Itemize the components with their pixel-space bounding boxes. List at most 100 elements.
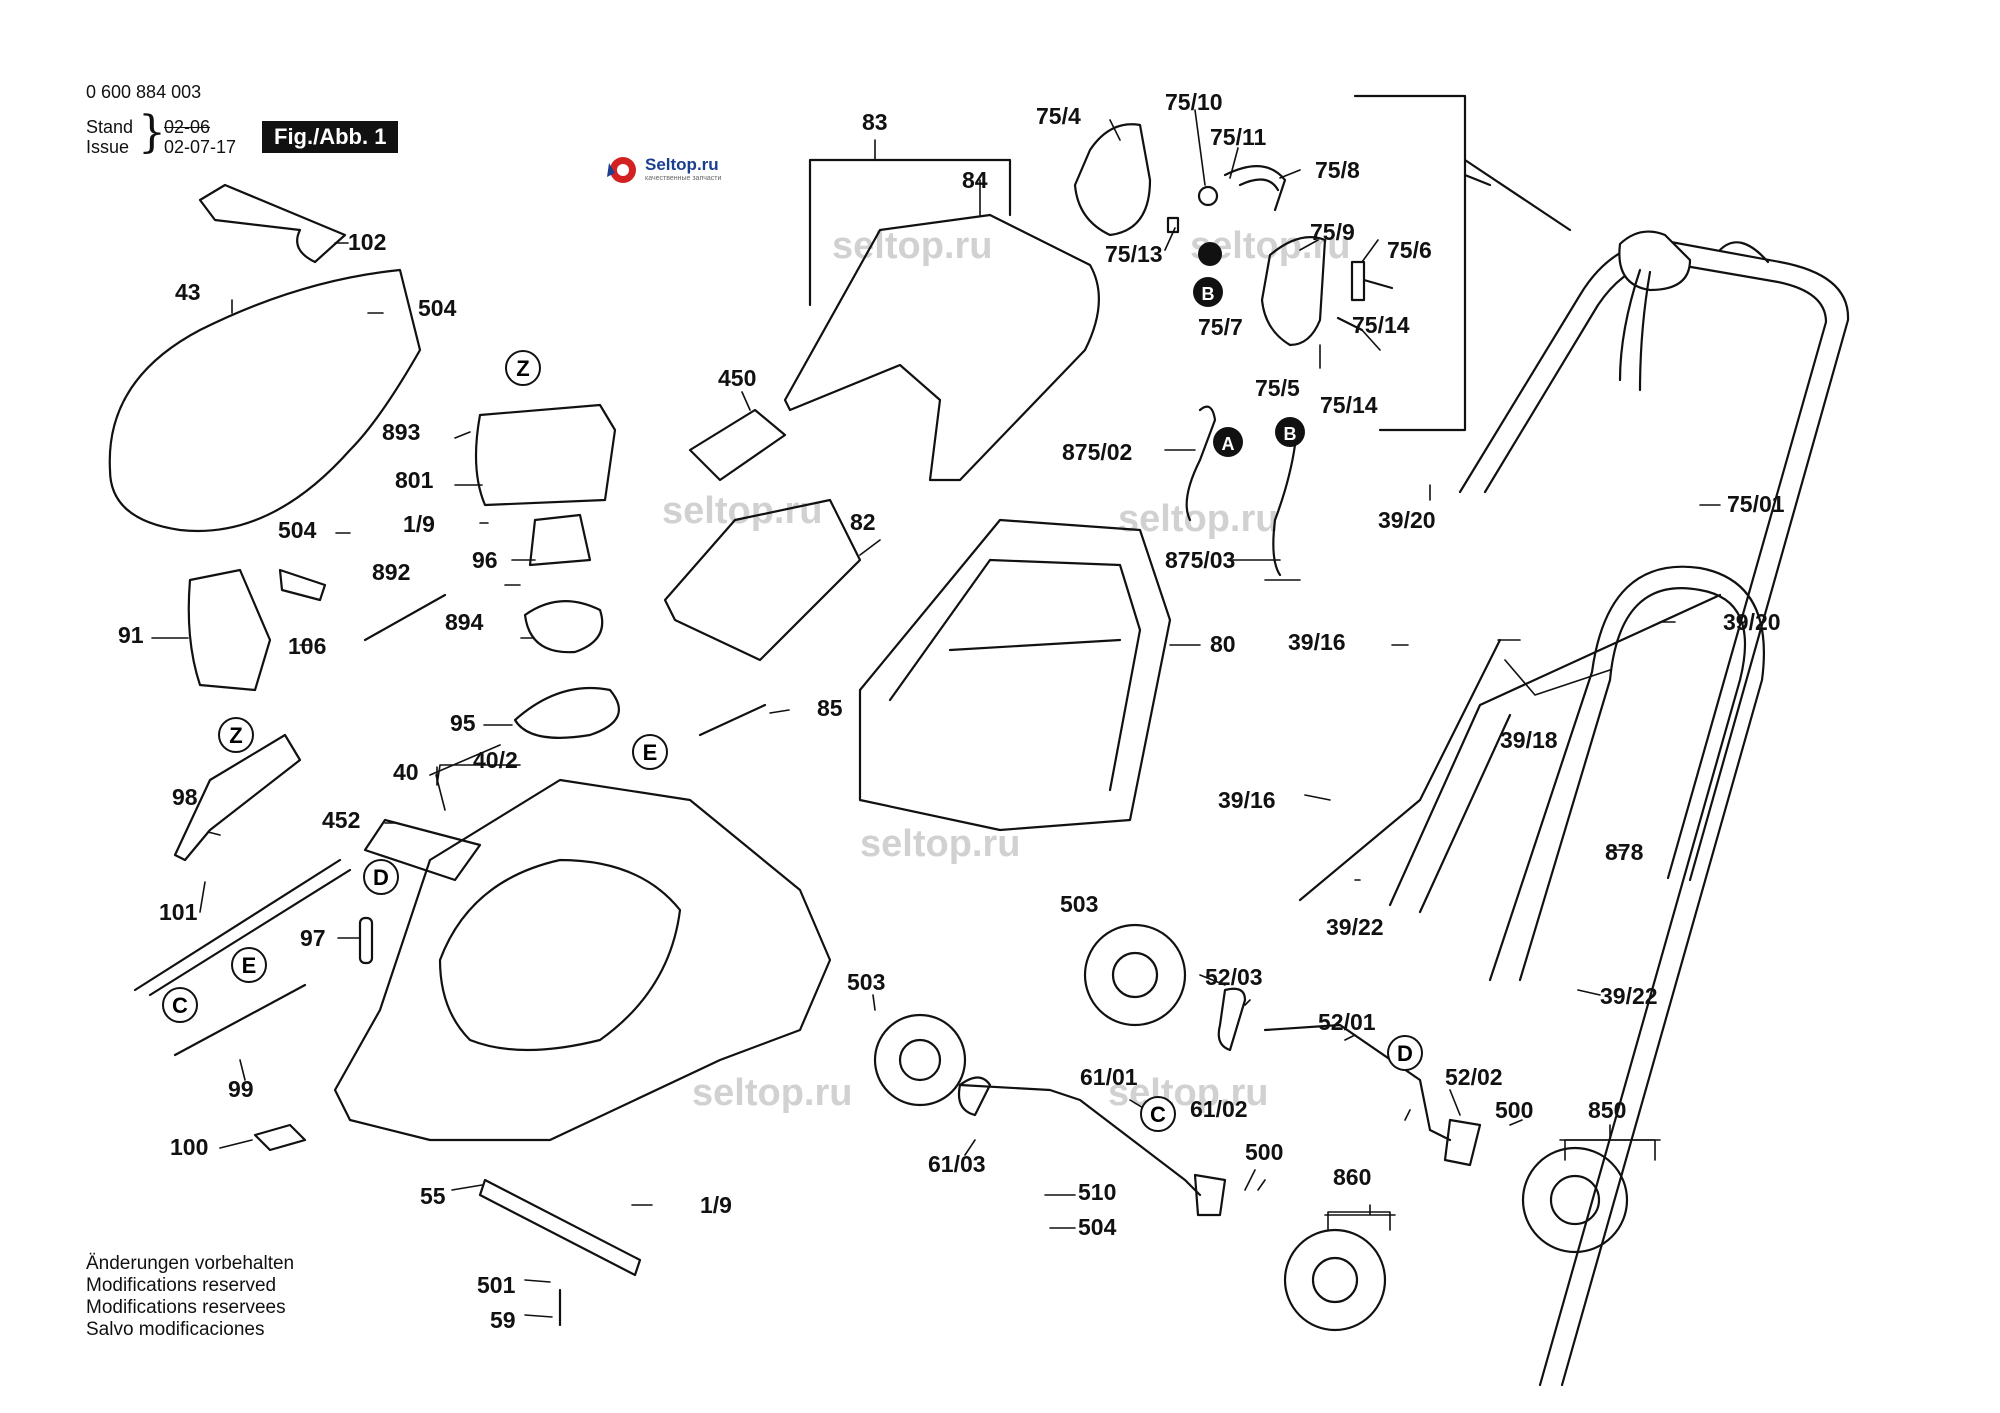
callout-55: 55	[420, 1183, 446, 1209]
brace-icon: }	[138, 107, 166, 158]
grass-box-80	[858, 518, 1172, 832]
callout-75-13: 75/13	[1105, 241, 1163, 267]
wheel-front-left	[873, 1013, 967, 1107]
belt-95	[513, 686, 620, 739]
motor-801	[474, 403, 617, 507]
label-450	[688, 408, 787, 482]
callout-61-02: 61/02	[1190, 1096, 1248, 1122]
callout-bracket-850	[1564, 1139, 1656, 1161]
callout-1-9: 1/9	[403, 511, 435, 537]
callout-61-01: 61/01	[1080, 1064, 1138, 1090]
callout-878: 878	[1605, 839, 1644, 865]
marker-z-circle	[505, 350, 541, 386]
callout-75-9: 75/9	[1310, 219, 1355, 245]
callout-75-11: 75/11	[1210, 124, 1266, 150]
front-axle-61-01	[958, 1083, 1202, 1197]
callout-500: 500	[1495, 1097, 1533, 1123]
marker-b: B	[1202, 284, 1215, 304]
marker-d: D	[373, 865, 389, 890]
footer-notes: Änderungen vorbehalten Modifications res…	[86, 1253, 294, 1341]
screw-75-14	[1336, 278, 1394, 332]
fan-96	[528, 513, 592, 567]
callout-75-14: 75/14	[1352, 312, 1410, 338]
marker-e-circle	[632, 734, 668, 770]
handle-frame-878	[1488, 565, 1766, 1387]
watermark: seltop.ru	[832, 225, 993, 267]
switch-housing-75-4	[1073, 123, 1152, 237]
callout-503: 503	[847, 969, 885, 995]
callout-97: 97	[300, 925, 326, 951]
callout-frame-83	[808, 158, 1012, 307]
part-106	[278, 568, 327, 602]
callout-1-9: 1/9	[700, 1192, 732, 1218]
issue-date: 02-07-17	[164, 137, 237, 157]
marker-z: Z	[516, 356, 529, 381]
callout-75-6: 75/6	[1387, 237, 1432, 263]
label-452	[363, 818, 482, 882]
switch-box-91	[187, 568, 272, 692]
callout-510: 510	[1078, 1179, 1116, 1205]
callout-80: 80	[1210, 631, 1236, 657]
callout-84: 84	[962, 167, 988, 193]
leader-lines	[151, 109, 1721, 1318]
wheel-850-hub	[1549, 1174, 1601, 1226]
callout-452: 452	[322, 807, 360, 833]
callout-39-22: 39/22	[1600, 983, 1658, 1009]
callout-40: 40	[393, 759, 419, 785]
wheel-860-hub	[1311, 1256, 1359, 1304]
callout-59: 59	[490, 1307, 516, 1333]
callout-98: 98	[172, 784, 198, 810]
wheel-850	[1521, 1146, 1629, 1254]
callout-504: 504	[418, 295, 457, 321]
marker-c: C	[1150, 1102, 1166, 1127]
callout-bracket-40	[436, 764, 521, 786]
callout-892: 892	[372, 559, 410, 585]
callout-bracket-860	[1327, 1211, 1391, 1231]
marker-d: D	[1397, 1041, 1413, 1066]
seltop-logo: Seltop.ru качественные запчасти	[605, 153, 721, 192]
callout-39-22: 39/22	[1326, 914, 1384, 940]
wheel-front-right	[1083, 923, 1187, 1027]
callout-850: 850	[1588, 1097, 1626, 1123]
callout-83: 83	[862, 109, 888, 135]
callout-501: 501	[477, 1272, 516, 1298]
marker-b-circle	[1193, 277, 1223, 307]
watermark: seltop.ru	[860, 823, 1021, 865]
callout-75-01: 75/01	[1727, 491, 1785, 517]
wheel-front-right-hub	[1111, 951, 1159, 999]
marker-b: B	[1284, 424, 1297, 444]
gear-logo-icon	[607, 157, 636, 183]
handle-tube-75-01	[1388, 593, 1722, 914]
callout-52-02: 52/02	[1445, 1064, 1503, 1090]
rear-axle-101	[133, 858, 352, 997]
marker-e-circle	[231, 947, 267, 983]
callout-39-18: 39/18	[1500, 727, 1558, 753]
cable-875-03	[1272, 443, 1297, 577]
callout-75-4: 75/4	[1036, 103, 1081, 129]
grass-box-lid-83	[783, 213, 1100, 482]
callout-75-14: 75/14	[1320, 392, 1378, 418]
wheel-front-left-hub	[898, 1038, 942, 1082]
callout-801: 801	[395, 467, 434, 493]
footer-line: Modifications reservees	[86, 1297, 286, 1318]
old-date: 02-06	[164, 117, 211, 137]
logo-name: Seltop.ru	[645, 155, 719, 174]
marker-dot	[1198, 242, 1222, 266]
marker-d-circle	[363, 859, 399, 895]
cable-75-01	[1298, 638, 1502, 902]
part-75-6	[1350, 260, 1366, 302]
footer-line: Modifications reserved	[86, 1275, 277, 1296]
top-cover-43	[108, 268, 422, 532]
watermark: seltop.ru	[1108, 1072, 1269, 1114]
callout-43: 43	[175, 279, 201, 305]
label-100	[253, 1123, 307, 1152]
watermark: seltop.ru	[1118, 498, 1279, 540]
marker-c: C	[172, 993, 188, 1018]
cable-875-02	[1185, 405, 1217, 522]
callout-75-5: 75/5	[1255, 375, 1300, 401]
grass-flap-82	[663, 498, 862, 662]
marker-c-circle	[162, 987, 198, 1023]
part-75-10	[1197, 185, 1219, 207]
callout-100: 100	[170, 1134, 208, 1160]
stand-label: Stand	[86, 117, 134, 137]
